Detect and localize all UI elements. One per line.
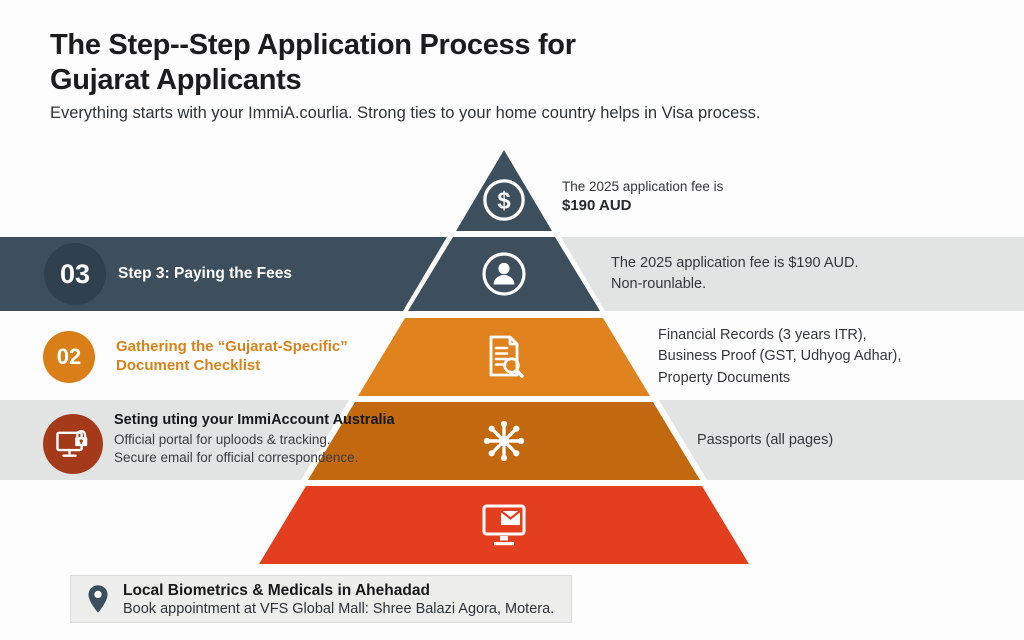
pyramid-level-fee: $	[456, 150, 552, 231]
page-title-line2: Gujarat Applicants	[50, 64, 302, 97]
step1-text-block: Seting uting your ImmiAccount Australia …	[114, 411, 395, 467]
step3-title: Step 3: Paying the Fees	[118, 265, 292, 282]
person-circle-icon	[482, 252, 526, 296]
footer-location-bar: Local Biometrics & Medicals in Ahehadad …	[70, 575, 572, 623]
footer-subtitle: Book appointment at VFS Global Mall: Shr…	[123, 600, 555, 617]
page-title-line1: The Step--Step Application Process for	[50, 29, 576, 61]
step2-right-line2: Business Proof (GST, Udhyog Adhar),	[658, 348, 902, 365]
dollar-circle-icon: $	[483, 179, 525, 221]
step2-title: Gathering the “Gujarat-Specific” Documen…	[116, 337, 348, 375]
step1-line2: Secure email for official correspondence…	[114, 450, 359, 465]
location-pin-icon	[87, 584, 109, 614]
step2-right-line3: Property Documents	[658, 369, 791, 386]
step2-title-line2: Document Checklist	[116, 357, 261, 374]
step2-number: 02	[56, 344, 82, 369]
step1-right-text: Passports (all pages)	[697, 431, 834, 448]
fee-annotation: The 2025 application fee is $190 AUD	[562, 177, 723, 215]
footer-text-block: Local Biometrics & Medicals in Ahehadad …	[123, 581, 554, 618]
step1-icon-badge	[43, 414, 103, 474]
footer-title: Local Biometrics & Medicals in Ahehadad	[123, 581, 430, 599]
pyramid-level-documents	[358, 318, 650, 396]
pyramid-level-submit	[259, 486, 749, 564]
hub-icon	[483, 420, 525, 462]
fee-annotation-amount: $190 AUD	[562, 197, 632, 214]
step2-right-text: Financial Records (3 years ITR), Busines…	[658, 318, 901, 396]
page-title: The Step--Step Application Process for G…	[50, 28, 576, 99]
step3-right-line1: The 2025 application fee is $190 AUD.	[611, 255, 859, 271]
pyramid-level-biometrics	[308, 402, 700, 480]
step1-title: Seting uting your ImmiAccount Australia	[114, 412, 395, 428]
step3-right-line2: Non-rounlable.	[611, 276, 707, 292]
step3-right-text: The 2025 application fee is $190 AUD. No…	[611, 237, 858, 311]
step1-right-band	[659, 400, 1024, 480]
step3-right-band	[561, 237, 1024, 311]
svg-text:$: $	[497, 188, 510, 215]
step2-number-badge: 02	[43, 331, 95, 383]
monitor-mail-icon	[482, 504, 526, 546]
step2-title-line1: Gathering the “Gujarat-Specific”	[116, 338, 348, 355]
monitor-lock-icon	[56, 429, 88, 457]
step2-right-line1: Financial Records (3 years ITR),	[658, 326, 867, 343]
step3-number-badge: 03	[44, 243, 106, 305]
fee-annotation-line1: The 2025 application fee is	[562, 179, 724, 194]
page-subtitle: Everything starts with your ImmiA.courli…	[50, 104, 761, 122]
document-search-icon	[489, 335, 524, 378]
step3-number: 03	[59, 258, 91, 289]
step1-line1: Official portal for uploods & tracking.	[114, 432, 331, 447]
